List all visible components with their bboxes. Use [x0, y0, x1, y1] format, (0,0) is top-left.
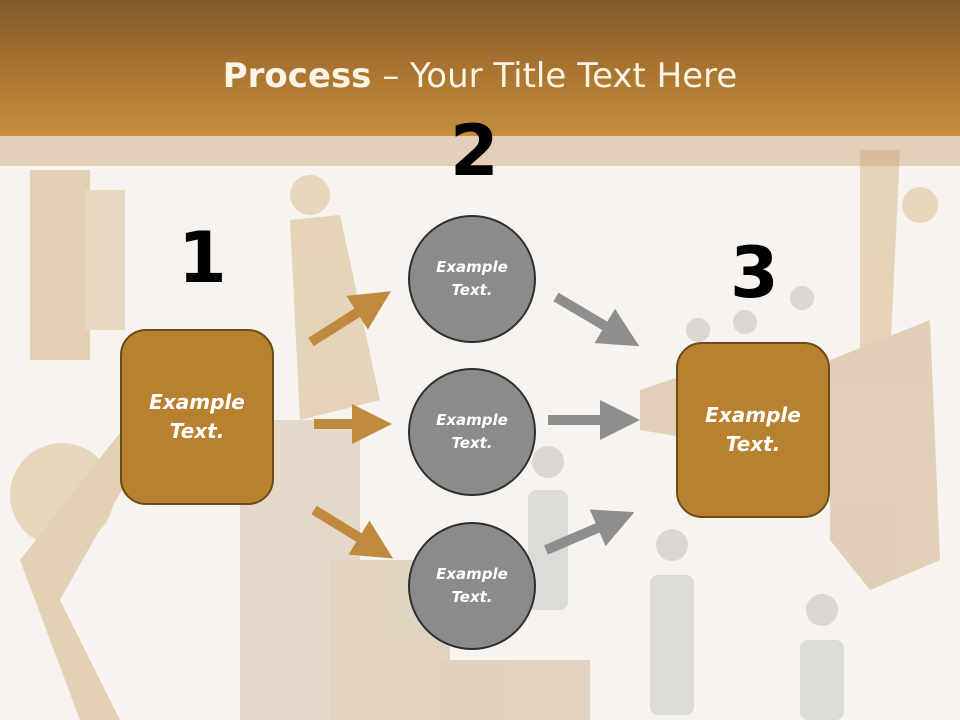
- circle-3-line2: Text.: [451, 588, 493, 606]
- circle-3: Example Text.: [408, 522, 536, 650]
- circle-3-line1: Example: [436, 565, 508, 583]
- circle-2-line1: Example: [436, 411, 508, 429]
- circle-1-line2: Text.: [451, 281, 493, 299]
- bg-person-head: [733, 310, 757, 334]
- right-box-line1: Example: [705, 403, 801, 427]
- circle-1: Example Text.: [408, 215, 536, 343]
- bg-head: [290, 175, 330, 215]
- circle-2: Example Text.: [408, 368, 536, 496]
- bg-person-head: [790, 286, 814, 310]
- bg-person-head: [686, 318, 710, 342]
- step-number-1: 1: [178, 217, 227, 299]
- right-box-line2: Text.: [725, 432, 781, 456]
- title-bar: [0, 0, 960, 136]
- arrow-from-circle-3: [544, 509, 635, 555]
- title-underband: [0, 136, 960, 166]
- bg-figure-right: [860, 150, 900, 360]
- left-box-line2: Text.: [169, 419, 225, 443]
- bg-ball-right: [902, 187, 938, 223]
- arrow-to-circle-3: [311, 505, 394, 559]
- bg-person-head: [532, 446, 564, 478]
- bg-figure-left: [20, 420, 150, 720]
- slide-title: Process – Your Title Text Here: [0, 54, 960, 98]
- left-box: Example Text.: [120, 329, 274, 505]
- bg-figure-center: [290, 215, 380, 420]
- bg-block-right: [830, 320, 940, 590]
- circle-2-line2: Text.: [451, 434, 493, 452]
- bg-ball: [10, 443, 114, 547]
- title-bold: Process: [222, 56, 372, 96]
- step-number-2: 2: [450, 110, 499, 192]
- arrow-from-circle-1: [553, 292, 640, 347]
- arrow-to-circle-1: [308, 291, 391, 347]
- circle-1-line1: Example: [436, 258, 508, 276]
- bg-person-head: [806, 594, 838, 626]
- bg-person-head: [656, 529, 688, 561]
- bg-person-body: [800, 640, 844, 720]
- bg-bar-3: [440, 660, 590, 720]
- title-rest: – Your Title Text Here: [371, 56, 738, 96]
- left-box-line1: Example: [149, 390, 245, 414]
- bg-person-body: [650, 575, 694, 715]
- bg-ladder: [30, 170, 90, 360]
- right-box: Example Text.: [676, 342, 830, 518]
- bg-ladder-rung: [85, 190, 125, 330]
- step-number-3: 3: [730, 232, 779, 314]
